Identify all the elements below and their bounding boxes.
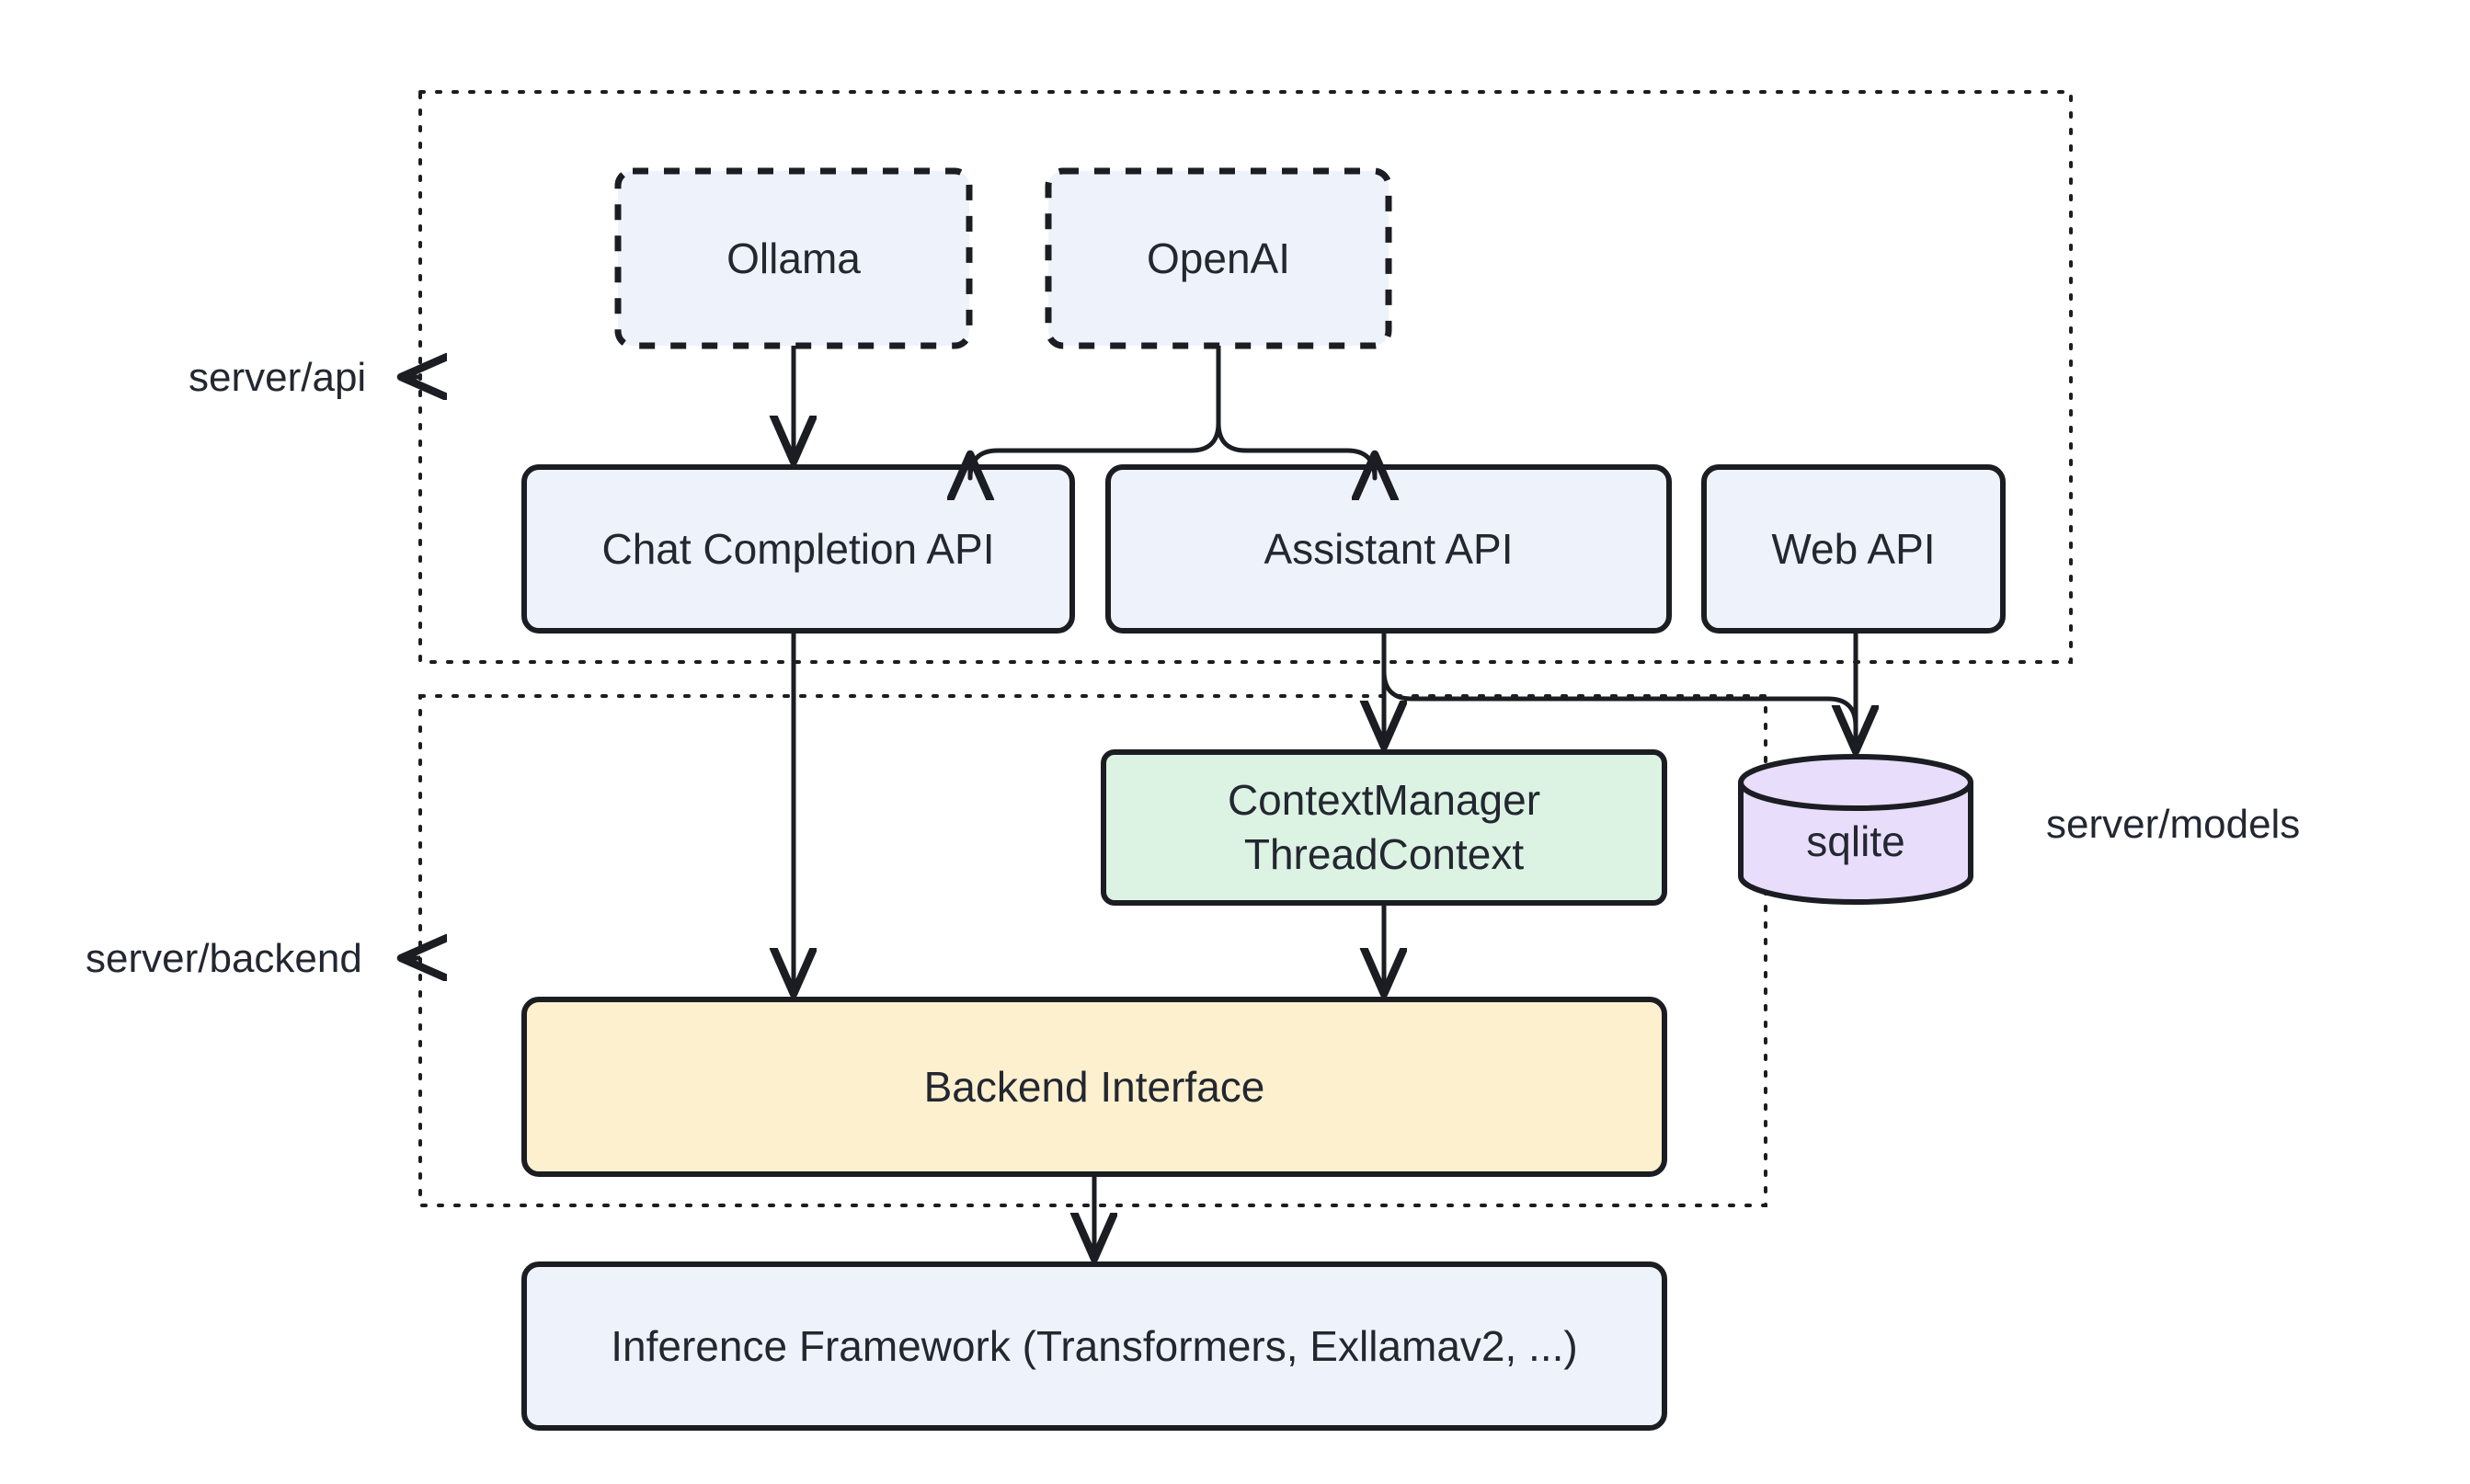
node-shape-inference-framework[interactable] [521, 1261, 1667, 1431]
group-label-models: server/models [2046, 802, 2301, 847]
edge-assistant-api-to-sqlite [1381, 631, 1858, 748]
node-shape-sqlite[interactable] [1738, 754, 1973, 905]
group-label-backend: server/backend [86, 936, 362, 981]
node-shape-ollama[interactable] [614, 167, 973, 349]
edge-openai-to-assistant-api [1216, 346, 1375, 478]
node-shape-chat-completion-api[interactable] [521, 464, 1075, 634]
node-shape-backend-interface[interactable] [521, 997, 1667, 1177]
group-label-api: server/api [189, 355, 367, 400]
edge-openai-to-chat-completion-api [970, 346, 1221, 478]
node-shape-web-api[interactable] [1701, 464, 2006, 634]
node-shape-context-manager[interactable] [1101, 749, 1667, 906]
node-shape-openai[interactable] [1045, 167, 1392, 349]
node-shape-assistant-api[interactable] [1105, 464, 1672, 634]
